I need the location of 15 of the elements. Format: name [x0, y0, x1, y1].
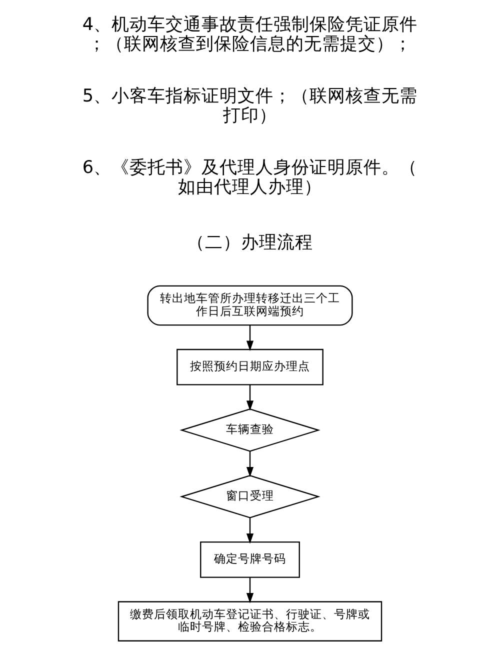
arrow: [246, 518, 254, 544]
node-box: 转出地车管所办理转移迁出三个工作日后互联网端预约: [147, 285, 353, 326]
arrow: [246, 578, 254, 604]
node-box: 按照预约日期应办理点: [176, 348, 324, 386]
node-box: 缴费后领取机动车登记证书、行驶证、号牌或临时号牌、检验合格标志。: [118, 601, 382, 642]
label: 6、《委托书》及代理人身份证明原件。（如由代理人办理）: [82, 158, 418, 198]
arrow: [246, 384, 254, 411]
node-diamond: 窗口受理: [180, 475, 320, 518]
label: （二）办理流程: [187, 233, 313, 254]
node-diamond: 车辆查验: [180, 408, 320, 452]
node-box: 确定号牌号码: [200, 542, 300, 578]
arrow: [246, 451, 254, 478]
label: 5、小客车指标证明文件；（联网核查无需打印）: [82, 86, 418, 126]
label: 4、机动车交通事故责任强制保险凭证原件；（联网核查到保险信息的无需提交）；: [82, 15, 418, 55]
arrow: [246, 325, 254, 351]
